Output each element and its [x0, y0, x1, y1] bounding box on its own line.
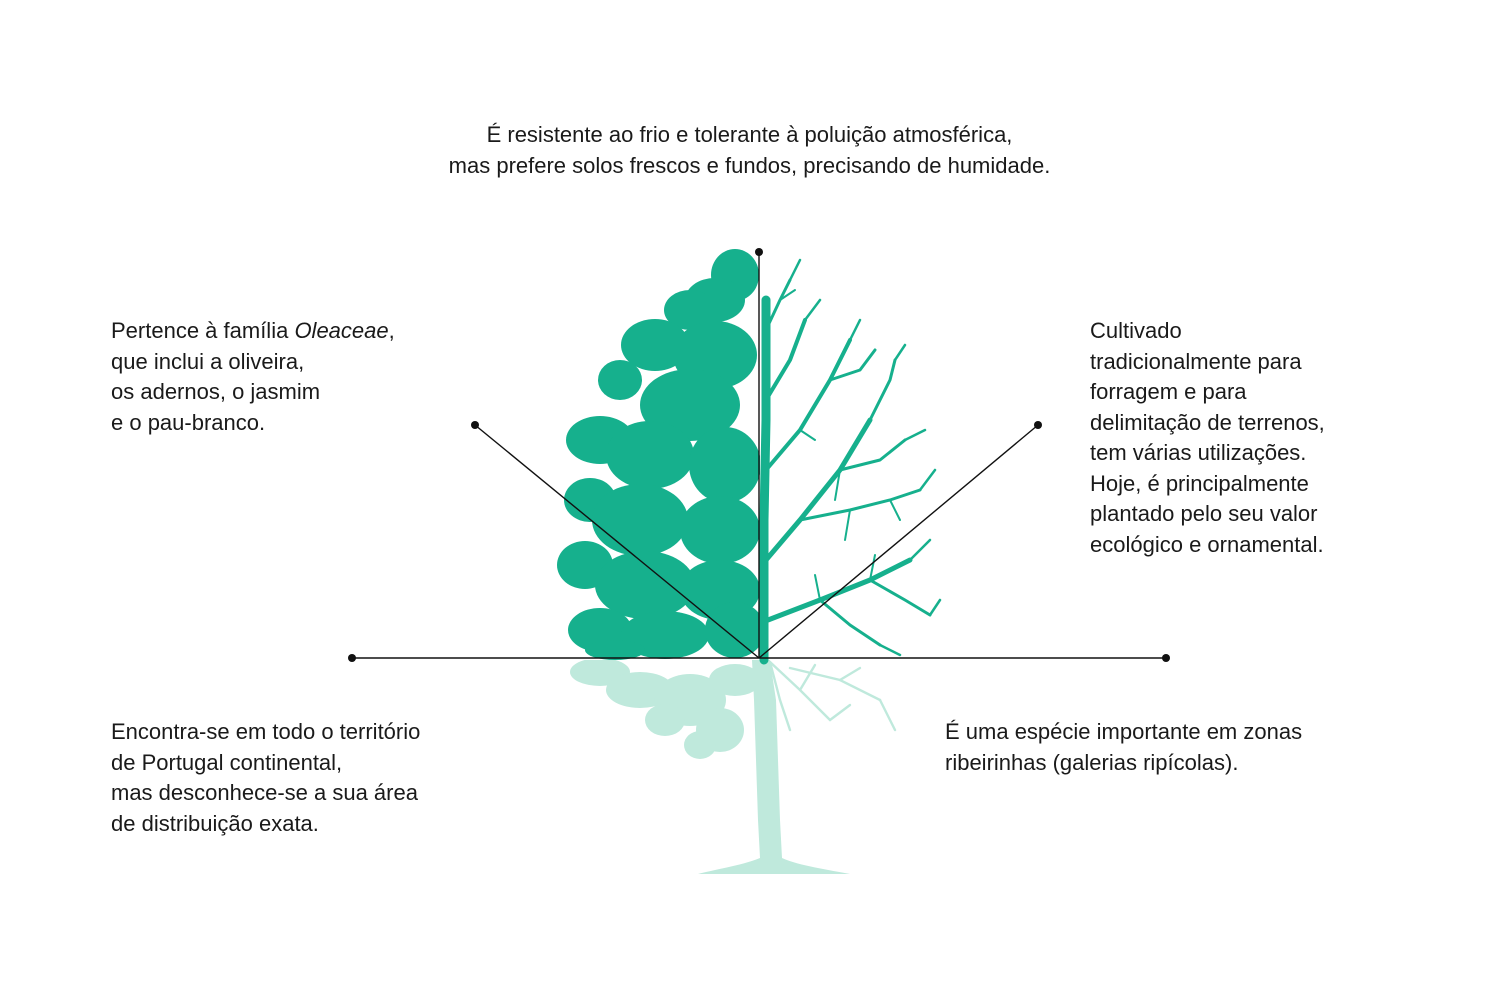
annotation-lower-left-line-1: Encontra-se em todo o território — [111, 719, 421, 744]
leader-line-upper-right — [758, 424, 1039, 659]
tree-foliage-left — [557, 249, 760, 660]
annotation-lower-left: Encontra-se em todo o território de Port… — [111, 717, 420, 839]
annotation-lower-left-line-2: de Portugal continental, — [111, 749, 343, 775]
annotation-lower-left-line-3: mas desconhece-se a sua área — [111, 780, 418, 805]
annotation-top-line-2: mas prefere solos frescos e fundos, prec… — [448, 152, 1051, 178]
annotation-upper-left-line-4: e o pau-branco. — [111, 409, 266, 435]
endpoint-dot-top — [755, 248, 763, 256]
family-name: Oleaceae — [294, 318, 389, 343]
annotation-top: É resistente ao frio e tolerante à polui… — [0, 120, 1499, 181]
family-suffix: , — [388, 318, 395, 343]
annotation-upper-left-line-1: Pertence à família Oleaceae, — [111, 316, 395, 347]
leader-lines — [352, 252, 1166, 659]
annotation-upper-right-line-1: Cultivado — [1090, 318, 1182, 343]
endpoint-dot-right — [1162, 654, 1170, 662]
reflection-trunk — [698, 660, 850, 874]
annotation-upper-right-line-7: plantado pelo seu valor — [1090, 501, 1318, 526]
tree-branches-right — [759, 258, 942, 665]
annotation-upper-left: Pertence à família Oleaceae, que inclui … — [111, 316, 395, 438]
endpoint-dot-upper-left — [471, 421, 479, 429]
annotation-lower-right-line-2: ribeirinhas (galerias ripícolas). — [945, 749, 1239, 775]
annotation-upper-right-line-4: delimitação de terrenos, — [1090, 409, 1325, 435]
family-prefix: Pertence à família — [111, 318, 295, 343]
annotation-upper-right-line-8: ecológico e ornamental. — [1090, 531, 1324, 557]
annotation-lower-right: É uma espécie importante em zonas ribeir… — [945, 717, 1302, 778]
tree-reflection — [570, 660, 897, 874]
leader-line-upper-left — [474, 424, 760, 659]
main-trunk — [759, 295, 771, 665]
annotation-lower-right-line-1: É uma espécie importante em zonas — [945, 719, 1303, 744]
annotation-upper-left-line-2: que inclui a oliveira, — [111, 348, 305, 374]
reflection-branches-right — [768, 660, 897, 732]
annotation-upper-right-line-6: Hoje, é principalmente — [1090, 470, 1309, 496]
annotation-upper-left-line-3: os adernos, o jasmim — [111, 379, 321, 404]
annotation-top-line-1: É resistente ao frio e tolerante à polui… — [486, 122, 1013, 147]
endpoint-dot-left — [348, 654, 356, 662]
annotation-upper-right-line-5: tem várias utilizações. — [1090, 440, 1307, 465]
annotation-upper-right-line-3: forragem e para — [1090, 379, 1247, 404]
annotation-upper-right-line-2: tradicionalmente para — [1090, 348, 1302, 374]
reflection-foliage-left — [570, 660, 760, 759]
leader-endpoints — [348, 248, 1170, 662]
annotation-upper-right: Cultivado tradicionalmente para forragem… — [1090, 316, 1325, 560]
annotation-lower-left-line-4: de distribuição exata. — [111, 810, 319, 836]
endpoint-dot-upper-right — [1034, 421, 1042, 429]
